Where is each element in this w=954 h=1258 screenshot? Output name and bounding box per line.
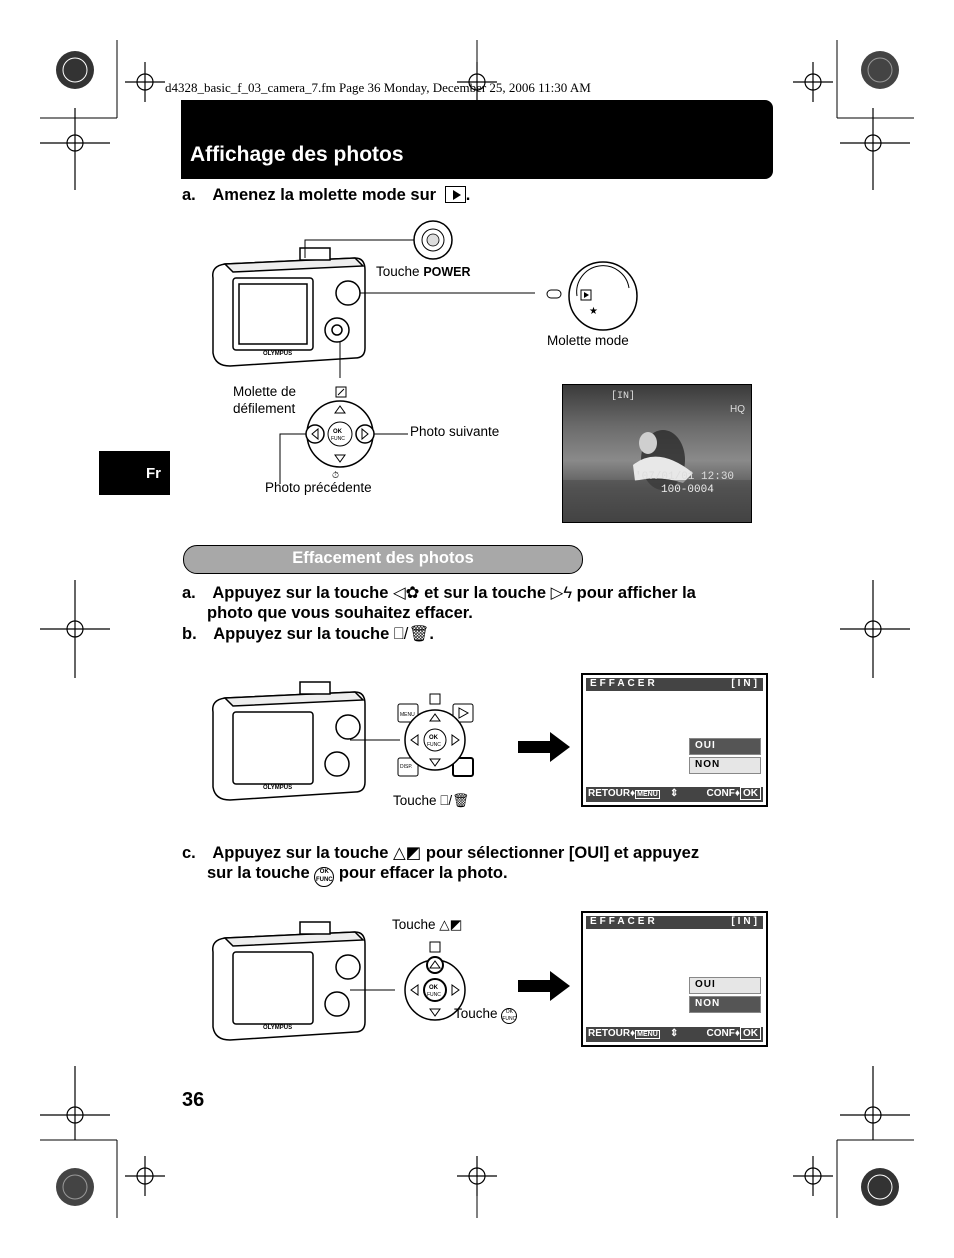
file-meta-header: d4328_basic_f_03_camera_7.fm Page 36 Mon… — [165, 80, 591, 95]
svg-text:DISP.: DISP. — [400, 764, 412, 770]
step-end: . — [465, 186, 471, 204]
lcd-memory: [IN] — [611, 391, 636, 402]
registration-wheel-icon — [56, 51, 899, 1206]
svg-text:OLYMPUS: OLYMPUS — [263, 785, 292, 791]
left-macro-key-icon: ◁✿ — [392, 584, 420, 602]
mode-dial-icon: ★ — [546, 261, 638, 331]
lcd-file-number: 100-0004 — [661, 484, 714, 496]
step-text: et sur la touche — [424, 584, 547, 602]
section-title-bar — [181, 100, 773, 179]
erase-option-yes[interactable]: OUI — [689, 977, 761, 994]
step-letter: a. — [182, 186, 196, 204]
up-exposure-key-icon: △◩ — [392, 844, 422, 862]
camera-back-illustration: OLYMPUS MENU DISP. OK FUNC — [212, 681, 474, 801]
erase-option-yes[interactable]: OUI — [689, 738, 761, 755]
step-erase-a-line1: a. Appuyez sur la touche ◁✿ et sur la to… — [182, 583, 696, 603]
step-letter: a. — [182, 584, 196, 602]
mode-dial-label: Molette mode — [547, 333, 629, 348]
svg-text:MENU: MENU — [400, 712, 415, 718]
camera-top-illustration: OLYMPUS ★ — [212, 220, 638, 378]
step-text: Appuyez sur la touche — [213, 625, 390, 643]
language-tab: Fr — [99, 451, 170, 495]
section-title: Affichage des photos — [190, 143, 404, 166]
step-text: Appuyez sur la touche — [212, 584, 389, 602]
erase-menu-header: EFFACER[IN] — [586, 678, 763, 691]
lcd-photo-preview: [IN] HQ '07/01/01 12:30 100-0004 — [562, 384, 752, 523]
svg-text:★: ★ — [589, 306, 598, 317]
erase-menu-screen-2: EFFACER[IN] OUI NON RETOUR♦MENU⇕CONF♦OK — [581, 911, 768, 1047]
page-number: 36 — [182, 1089, 205, 1111]
erase-option-no[interactable]: NON — [689, 996, 761, 1013]
language-tab-label: Fr — [146, 465, 161, 482]
arrow-pad-illustration: OK FUNC ⏱ — [279, 386, 408, 484]
print-erase-button-label: Touche ⎕/🗑 — [393, 793, 470, 808]
step-text: sur la touche — [207, 864, 310, 882]
erase-menu-header: EFFACER[IN] — [586, 916, 763, 929]
svg-text:FUNC: FUNC — [427, 992, 441, 998]
step-erase-c-line1: c. Appuyez sur la touche △◩ pour sélecti… — [182, 843, 699, 863]
lcd-date: '07/01/01 12:30 — [635, 471, 735, 483]
svg-text:OK: OK — [429, 985, 439, 991]
step-text: Appuyez sur la touche — [212, 844, 389, 862]
subsection-title-pill: Effacement des photos — [183, 545, 583, 574]
svg-text:OK: OK — [429, 735, 439, 741]
arrow-right-icon — [518, 732, 570, 762]
print-erase-key-icon: ⎕/🗑 — [393, 625, 430, 643]
step-letter: c. — [182, 844, 196, 862]
prev-photo-label: Photo précédente — [265, 480, 372, 495]
crosshair-icon — [40, 62, 910, 1196]
step-end: . — [429, 625, 434, 643]
erase-menu-footer: RETOUR♦MENU⇕CONF♦OK — [586, 787, 763, 802]
button-panel-icon: MENU DISP. OK FUNC — [397, 693, 474, 777]
playback-icon — [444, 186, 466, 203]
brand-logo: OLYMPUS — [263, 351, 292, 357]
step-erase-a-line2: photo que vous souhaitez effacer. — [207, 604, 473, 622]
erase-option-no[interactable]: NON — [689, 757, 761, 774]
step-text: pour sélectionner [OUI] et appuyez — [425, 844, 700, 862]
step-text: Amenez la molette mode sur — [212, 186, 437, 204]
next-photo-label: Photo suivante — [410, 424, 500, 439]
svg-text:⏱: ⏱ — [332, 471, 339, 481]
step-erase-b: b. Appuyez sur la touche ⎕/🗑. — [182, 625, 434, 644]
svg-text:OK: OK — [333, 429, 343, 435]
arrow-right-icon — [518, 971, 570, 1001]
right-flash-key-icon: ▷ϟ — [550, 584, 573, 602]
erase-menu-screen-1: EFFACER[IN] OUI NON RETOUR♦MENU⇕CONF♦OK — [581, 673, 768, 807]
camera-back-illustration-2: OLYMPUS OK FUNC — [212, 921, 466, 1041]
step-text: pour afficher la — [576, 584, 696, 602]
lcd-quality: HQ — [730, 404, 745, 415]
subsection-title: Effacement des photos — [292, 549, 474, 567]
svg-text:FUNC: FUNC — [331, 436, 345, 442]
step-letter: b. — [182, 625, 197, 643]
power-button-label: Touche POWER — [376, 264, 471, 279]
step-text: pour effacer la photo. — [338, 864, 508, 882]
step-view-a: a. Amenez la molette mode sur . — [182, 186, 470, 205]
erase-menu-footer: RETOUR♦MENU⇕CONF♦OK — [586, 1027, 763, 1042]
up-exposure-button-label: Touche △◩ — [392, 917, 463, 932]
arrow-pad-icon: OK FUNC — [404, 941, 466, 1021]
svg-text:OLYMPUS: OLYMPUS — [263, 1025, 292, 1031]
svg-text:FUNC: FUNC — [427, 742, 441, 748]
